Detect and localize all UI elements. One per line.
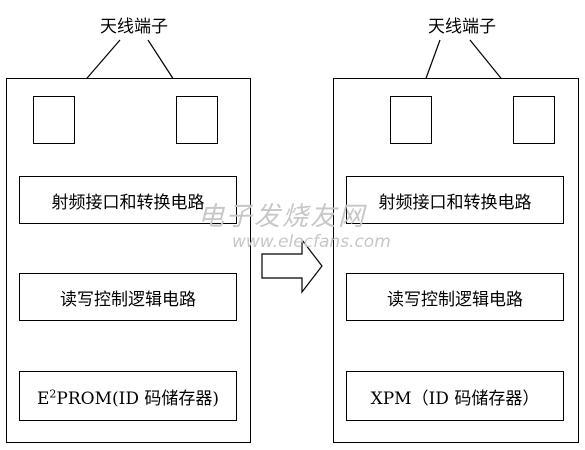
left-memory-box: E2PROM(ID 码储存器) bbox=[19, 371, 237, 421]
left-rf-circuit-box: 射频接口和转换电路 bbox=[19, 176, 237, 224]
watermark-url: www.elecfans.com bbox=[232, 232, 391, 252]
right-rf-circuit-label: 射频接口和转换电路 bbox=[378, 192, 532, 213]
right-antenna-terminal-2 bbox=[513, 96, 555, 144]
right-memory-label: XPM（ID 码储存器） bbox=[370, 388, 540, 409]
right-rw-logic-box: 读写控制逻辑电路 bbox=[346, 273, 564, 321]
left-rw-logic-box: 读写控制逻辑电路 bbox=[19, 273, 237, 321]
left-antenna-label: 天线端子 bbox=[100, 17, 168, 37]
left-memory-label: E2PROM(ID 码储存器) bbox=[36, 386, 220, 409]
transition-arrow bbox=[261, 238, 323, 294]
right-memory-box: XPM（ID 码储存器） bbox=[346, 371, 564, 421]
right-antenna-terminal-1 bbox=[390, 96, 432, 144]
left-rf-circuit-label: 射频接口和转换电路 bbox=[51, 192, 205, 213]
right-rf-circuit-box: 射频接口和转换电路 bbox=[346, 176, 564, 224]
right-antenna-label: 天线端子 bbox=[428, 17, 496, 37]
left-antenna-terminal-2 bbox=[176, 96, 218, 144]
left-antenna-terminal-1 bbox=[33, 96, 75, 144]
watermark-cn: 电子发烧友网 bbox=[198, 202, 367, 232]
right-rw-logic-label: 读写控制逻辑电路 bbox=[387, 289, 523, 310]
left-rw-logic-label: 读写控制逻辑电路 bbox=[60, 289, 196, 310]
